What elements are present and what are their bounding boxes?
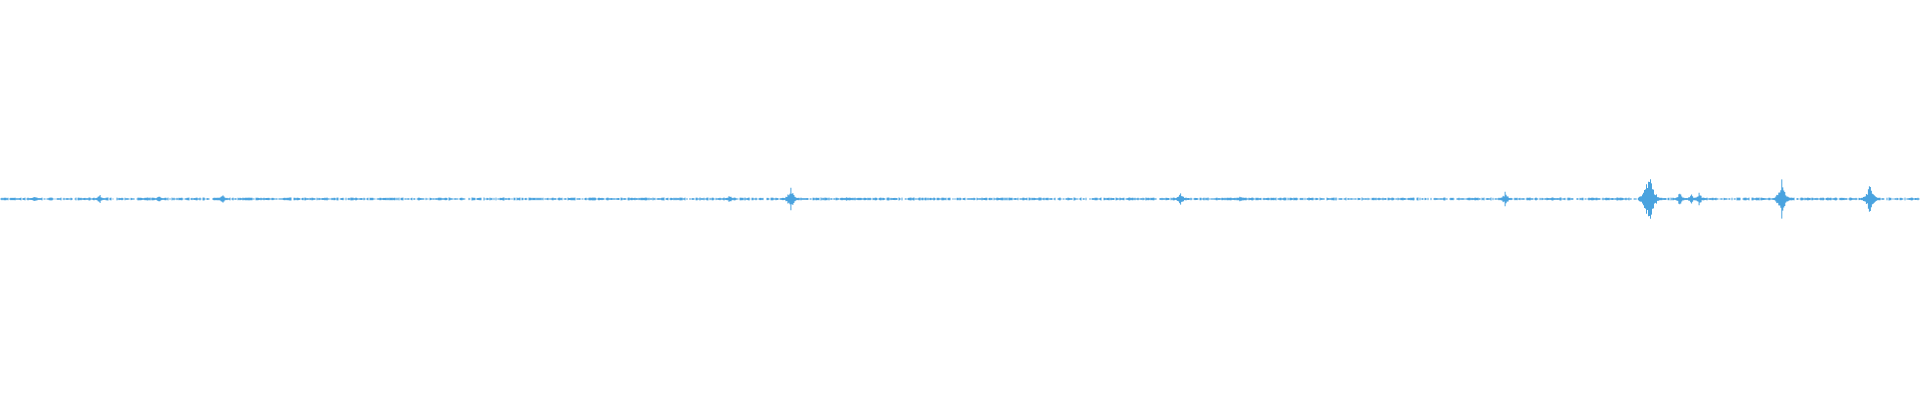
waveform-peak <box>1860 186 1879 212</box>
waveform-peak <box>1497 191 1513 207</box>
waveform-baseline <box>0 197 1920 201</box>
waveform-peak <box>1691 192 1707 206</box>
waveform-peak <box>722 196 737 202</box>
waveform-peak <box>1173 193 1189 205</box>
waveform-trace <box>0 179 1920 219</box>
waveform-peak <box>1233 196 1247 202</box>
waveform-peak <box>215 195 230 203</box>
waveform-peak <box>1544 198 1558 200</box>
waveform-peak <box>782 187 800 211</box>
waveform-peak <box>92 195 107 203</box>
waveform-peak <box>152 196 167 202</box>
waveform-peak <box>1638 179 1660 219</box>
waveform-peak <box>27 197 42 201</box>
waveform-peak <box>839 197 853 201</box>
waveform-peak <box>1772 179 1792 219</box>
